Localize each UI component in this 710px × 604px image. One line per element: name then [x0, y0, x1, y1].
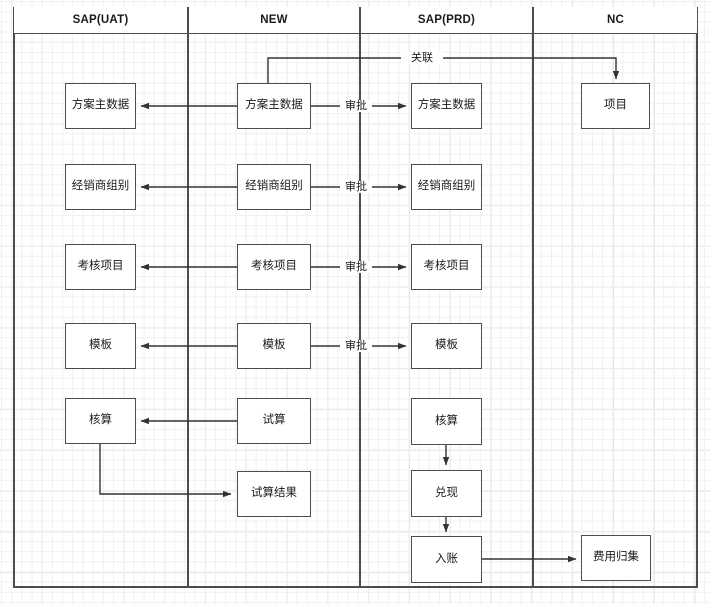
node-prd-hesuan[interactable]: 核算: [411, 398, 482, 445]
edge-label-shenpi-4: 审批: [340, 340, 372, 352]
node-new-shisuan[interactable]: 试算: [237, 398, 311, 444]
node-prd-ruzhang[interactable]: 入账: [411, 536, 482, 583]
lane-divider-1: [187, 7, 189, 588]
node-new-shisuan-jieguo[interactable]: 试算结果: [237, 471, 311, 517]
node-new-moban[interactable]: 模板: [237, 323, 311, 369]
node-uat-jingxiaoshang-zubie[interactable]: 经销商组别: [65, 164, 136, 210]
node-prd-jingxiaoshang-zubie[interactable]: 经销商组别: [411, 164, 482, 210]
node-uat-hesuan[interactable]: 核算: [65, 398, 136, 444]
lane-header-sap-uat: SAP(UAT): [14, 7, 187, 33]
edge-label-guanlian: 关联: [401, 52, 443, 64]
node-uat-moban[interactable]: 模板: [65, 323, 136, 369]
node-nc-xiangmu[interactable]: 项目: [581, 83, 650, 129]
edge-label-shenpi-2: 审批: [340, 181, 372, 193]
node-nc-feiyong-guiji[interactable]: 费用归集: [581, 535, 651, 581]
lane-header-sap-prd: SAP(PRD): [361, 7, 532, 33]
node-uat-fangan-zhushuju[interactable]: 方案主数据: [65, 83, 136, 129]
node-new-jingxiaoshang-zubie[interactable]: 经销商组别: [237, 164, 311, 210]
edge-label-shenpi-3: 审批: [340, 261, 372, 273]
edge-label-shenpi-1: 审批: [340, 100, 372, 112]
lane-divider-2: [359, 7, 361, 588]
node-uat-kaohe-xiangmu[interactable]: 考核项目: [65, 244, 136, 290]
node-prd-kaohe-xiangmu[interactable]: 考核项目: [411, 244, 482, 290]
node-new-kaohe-xiangmu[interactable]: 考核项目: [237, 244, 311, 290]
lane-header-nc: NC: [534, 7, 697, 33]
node-prd-fangan-zhushuju[interactable]: 方案主数据: [411, 83, 482, 129]
node-prd-duixian[interactable]: 兑现: [411, 470, 482, 517]
node-new-fangan-zhushuju[interactable]: 方案主数据: [237, 83, 311, 129]
node-prd-moban[interactable]: 模板: [411, 323, 482, 369]
lane-header-new: NEW: [189, 7, 359, 33]
lane-divider-3: [532, 7, 534, 588]
